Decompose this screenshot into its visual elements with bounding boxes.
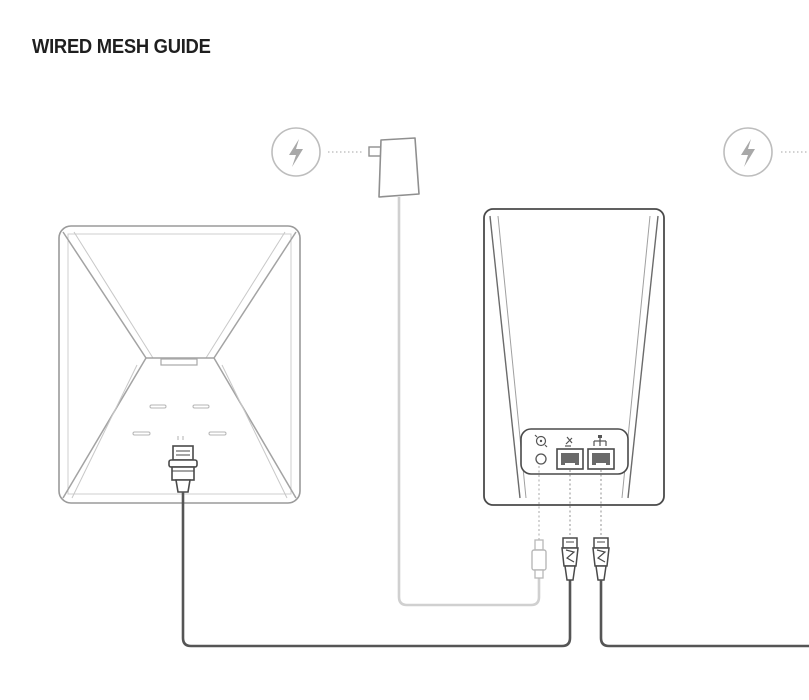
- internet-globe-icon: [565, 436, 573, 447]
- lan-out-cable: [599, 580, 809, 648]
- ceiling-access-point: [58, 225, 301, 504]
- reset-port: [535, 453, 547, 465]
- power-adapter: [368, 137, 420, 198]
- wan-ethernet-plug: [561, 537, 579, 581]
- lan-ethernet-plug: [592, 537, 610, 581]
- mesh-router: [483, 208, 665, 506]
- power-left-icon: [271, 127, 321, 177]
- power-right-icon: [723, 127, 773, 177]
- dc-power-plug: [531, 539, 547, 579]
- reset-icon: [534, 434, 548, 448]
- ap-ethernet-plug: [168, 445, 198, 493]
- power-adapter-cable: [397, 197, 541, 607]
- ap-ethernet-cable: [181, 492, 572, 648]
- lan-network-icon: [593, 435, 607, 446]
- lan-port: [587, 448, 615, 470]
- page-title: WIRED MESH GUIDE: [32, 36, 211, 58]
- wan-port: [556, 448, 584, 470]
